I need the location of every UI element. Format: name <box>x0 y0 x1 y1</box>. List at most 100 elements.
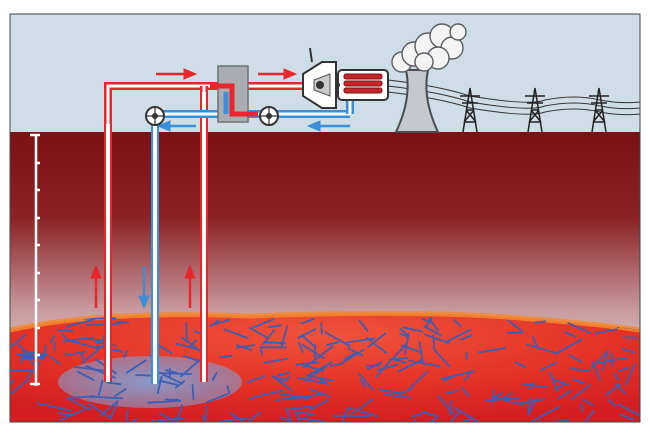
fracture-line <box>604 383 621 397</box>
fracture-line <box>49 355 61 366</box>
fracture-line <box>218 354 233 359</box>
fracture-line <box>109 403 118 420</box>
fracture-line <box>344 337 375 344</box>
fracture-line <box>248 326 268 339</box>
hot-flow-arrow-2 <box>258 68 298 80</box>
fracture-line <box>485 396 521 402</box>
fracture-line <box>358 372 374 391</box>
fracture-line <box>112 421 130 422</box>
pump-left-icon <box>145 106 165 126</box>
fracture-line <box>309 387 331 398</box>
fracture-line <box>507 319 524 333</box>
turbine-icon <box>302 47 337 109</box>
fracture-line <box>340 348 365 365</box>
hot-flow-arrow-1 <box>156 68 198 80</box>
fracture-line <box>580 409 595 422</box>
fracture-line <box>68 395 96 399</box>
fracture-line <box>42 344 47 361</box>
fracture-line <box>569 367 591 373</box>
fracture-line <box>625 363 636 386</box>
fracture-line <box>367 332 387 348</box>
fracture-line <box>285 407 292 422</box>
fracture-line <box>180 420 201 422</box>
fracture-line <box>97 379 104 396</box>
generator-icon <box>336 69 389 101</box>
fracture-line <box>59 408 87 422</box>
fracture-line <box>229 412 252 422</box>
fracture-line <box>154 372 193 376</box>
fracture-line <box>211 372 218 381</box>
fracture-line <box>264 341 287 345</box>
fracture-line <box>533 320 547 324</box>
fracture-line <box>273 376 293 392</box>
fracture-line <box>117 424 133 433</box>
fracture-line <box>399 327 409 336</box>
fracture-line <box>460 386 470 398</box>
fracture-line <box>175 404 183 422</box>
fracture-line <box>555 338 583 355</box>
fracture-line <box>10 379 15 398</box>
fracture-line <box>522 383 548 388</box>
fracture-line <box>81 349 100 364</box>
fracture-line <box>262 329 275 345</box>
fracture-line <box>532 336 539 350</box>
fracture-line <box>12 424 31 435</box>
fracture-line <box>226 385 231 395</box>
depth-scale <box>30 133 40 386</box>
transmission-tower-1 <box>460 87 480 133</box>
fracture-line <box>156 343 173 355</box>
pump-right-icon <box>259 106 279 126</box>
fracture-line <box>275 396 296 402</box>
fracture-line <box>183 355 201 363</box>
fracture-line <box>271 375 289 382</box>
fracture-line <box>304 365 328 383</box>
fracture-line <box>621 347 635 354</box>
fracture-line <box>619 413 635 421</box>
fracture-line <box>185 322 188 342</box>
fracture-line <box>329 362 344 367</box>
fracture-line <box>292 410 316 416</box>
fracture-line <box>304 364 325 372</box>
fracture-line <box>62 336 95 343</box>
fracture-line <box>591 360 602 381</box>
fracture-line <box>320 322 323 335</box>
fracture-line <box>342 408 350 420</box>
fracture-line <box>607 398 617 407</box>
fracture-line <box>295 361 319 366</box>
upflow-arrow-right <box>184 264 196 308</box>
downflow-arrow <box>138 266 150 310</box>
fracture-line <box>521 413 547 422</box>
fracture-line <box>423 325 443 337</box>
fracture-line <box>10 333 27 350</box>
fracture-line <box>313 344 317 359</box>
fracture-line <box>446 328 472 343</box>
fracture-line <box>399 332 410 339</box>
fracture-line <box>568 354 583 363</box>
fracture-line <box>66 318 96 328</box>
power-output-wires <box>387 79 641 116</box>
fracture-line <box>117 418 138 422</box>
fracture-line <box>57 412 72 416</box>
fracture-line <box>174 380 186 389</box>
fracture-line <box>296 411 301 422</box>
fracture-line <box>448 399 452 415</box>
fracture-line <box>159 412 178 422</box>
fracture-line <box>89 395 124 400</box>
fracture-line <box>376 363 399 371</box>
fracture-line <box>580 403 584 413</box>
fracture-line <box>66 397 91 411</box>
fracture-line <box>277 371 291 377</box>
fracture-line <box>125 409 129 422</box>
fracture-line <box>156 417 185 422</box>
fracture-line <box>347 406 378 418</box>
fracture-line <box>36 402 72 412</box>
fracture-line <box>241 411 261 422</box>
fracture-line <box>236 344 256 349</box>
fracture-line <box>308 398 330 411</box>
fracture-line <box>378 388 403 395</box>
fracture-line <box>514 361 527 368</box>
fracture-line <box>26 361 41 379</box>
fracture-line <box>402 326 424 333</box>
fracture-line <box>350 398 374 416</box>
